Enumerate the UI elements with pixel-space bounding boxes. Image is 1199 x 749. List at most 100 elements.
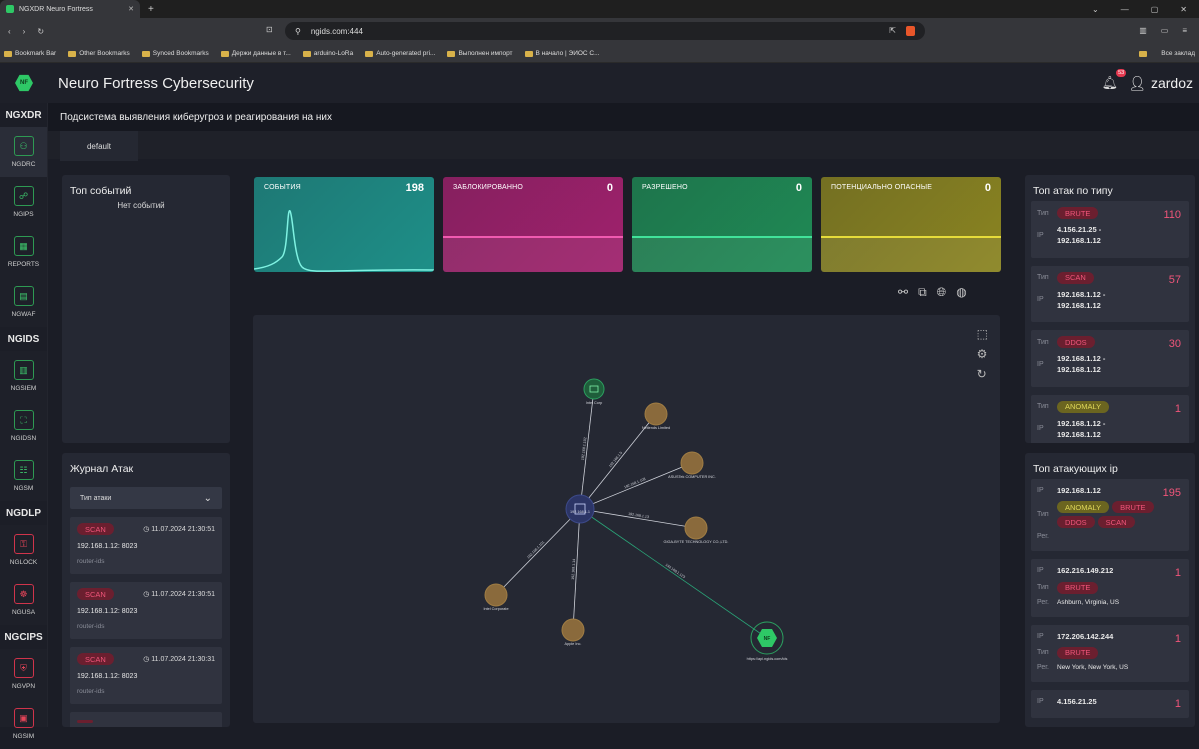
stat-value: 0: [606, 182, 613, 194]
user-menu[interactable]: 👤︎zardoz: [1128, 75, 1193, 92]
bell-icon[interactable]: 🔔︎53: [1101, 69, 1127, 90]
sidebar-item-ngdrc[interactable]: ⚇NGDRC: [0, 127, 47, 177]
bookmark-item[interactable]: Bookmark Bar: [4, 50, 56, 57]
globe-view-icon[interactable]: 🌐︎: [936, 285, 947, 299]
graph-node-label: GIGA-BYTE TECHNOLOGY CO.,LTD.: [664, 540, 729, 544]
bookmark-item[interactable]: В начало | ЭИОС С...: [524, 50, 600, 57]
bookmark-item[interactable]: Держи данные в т...: [220, 50, 291, 57]
bookmark-item[interactable]: Synced Bookmarks: [141, 50, 209, 57]
router-node[interactable]: [565, 494, 595, 524]
sidebar-item-ngwaf[interactable]: ▤NGWAF: [0, 277, 47, 327]
sidebar-toggle-icon[interactable]: ▥: [1139, 26, 1147, 35]
network-view-icon[interactable]: ⧉: [918, 285, 927, 299]
back-icon[interactable]: ‹: [8, 27, 11, 36]
sidebar-item-ngusa[interactable]: ☸NGUSA: [0, 575, 47, 625]
minimize-icon[interactable]: —: [1120, 4, 1129, 14]
sidebar-item-ngsiem[interactable]: ▥NGSIEM: [0, 351, 47, 401]
stat-fill: [821, 238, 1001, 272]
attacker-ip: 4.156.21.25: [1057, 696, 1097, 706]
chevron-down-icon[interactable]: ⌄: [1092, 4, 1099, 14]
journal-item-source: router-ids: [77, 623, 105, 630]
sidebar-item-nglock[interactable]: ⚿NGLOCK: [0, 525, 47, 575]
menu-icon[interactable]: ≡: [1182, 26, 1187, 35]
stat-baseline: [443, 236, 623, 238]
sidebar-item-reports[interactable]: ▦REPORTS: [0, 227, 47, 277]
forward-icon[interactable]: ›: [22, 27, 26, 36]
graph-edge-label: 192.168.1.13: [628, 512, 649, 519]
site-info-icon[interactable]: ⚲: [295, 26, 301, 36]
screenshot-icon[interactable]: ⬚: [976, 327, 988, 341]
nf-node[interactable]: [757, 629, 777, 647]
maximize-icon[interactable]: ▢: [1150, 4, 1159, 14]
device-node[interactable]: [561, 618, 585, 642]
new-tab-icon[interactable]: +: [148, 3, 154, 15]
bookmark-item[interactable]: Выполнен импорт: [447, 50, 513, 57]
brave-shield-icon[interactable]: [906, 26, 915, 36]
hierarchy-view-icon[interactable]: ⚯: [898, 285, 909, 299]
graph-node-label: 192.168.1.1: [570, 510, 590, 514]
sidebar-item-label: NGLOCK: [9, 559, 38, 566]
sidebar-item-ngvpn[interactable]: ⛨NGVPN: [0, 649, 47, 699]
graph-node-label: Intel Corp: [586, 401, 602, 405]
bookmark-item[interactable]: arduino-LoRa: [302, 50, 353, 57]
attack-type-select[interactable]: Тип атаки ⌄: [70, 487, 222, 509]
sidebar-item-ngidsn[interactable]: ⛶NGIDSN: [0, 401, 47, 451]
tab-default[interactable]: default: [60, 131, 138, 161]
device-node[interactable]: [644, 402, 668, 426]
bookmark-page-icon[interactable]: ⊡: [266, 25, 273, 34]
type-label: Тип: [1037, 584, 1049, 591]
host-node[interactable]: [583, 378, 605, 400]
wallet-icon[interactable]: ▭: [1160, 26, 1169, 35]
journal-item[interactable]: [70, 712, 222, 727]
favicon-icon: [6, 5, 14, 13]
gear-icon[interactable]: ⚙: [976, 347, 988, 361]
sidebar-item-ngsim[interactable]: ▣NGSIM: [0, 699, 47, 749]
bookmark-item[interactable]: Auto-generated pri...: [365, 50, 435, 57]
journal-item-time: ◷ 11.07.2024 21:30:51: [143, 525, 215, 533]
reload-icon[interactable]: ↻: [37, 27, 45, 36]
refresh-icon[interactable]: ↻: [976, 367, 987, 381]
bookmark-label: Держи данные в т...: [231, 50, 291, 57]
browser-tab[interactable]: NGXDR Neuro Fortress ✕: [0, 0, 140, 18]
device-node[interactable]: [680, 451, 704, 475]
folder-icon: [302, 50, 311, 57]
username: zardoz: [1150, 75, 1193, 91]
journal-item-address: 192.168.1.12: 8023: [77, 673, 138, 680]
world-map-view-icon[interactable]: ◍: [956, 285, 967, 299]
sidebar-item-ngsm[interactable]: ☷NGSM: [0, 451, 47, 501]
bookmarks-bar: Bookmark Bar Other Bookmarks Synced Bookma…: [0, 45, 1199, 63]
sidebar-item-ngips[interactable]: ☍NGIPS: [0, 177, 47, 227]
folder-icon: [1139, 50, 1148, 57]
bookmark-item[interactable]: Other Bookmarks: [68, 50, 130, 57]
address-bar[interactable]: ⚲ ngids.com:444 ⇱: [285, 22, 925, 40]
share-icon[interactable]: ⇱: [889, 26, 896, 35]
nf-logo-icon[interactable]: NF: [15, 74, 33, 92]
all-bookmarks[interactable]: Все заклад: [1161, 50, 1195, 57]
device-node[interactable]: [684, 516, 708, 540]
device-node[interactable]: [484, 583, 508, 607]
close-tab-icon[interactable]: ✕: [128, 6, 134, 13]
graph-edge: [579, 508, 697, 529]
close-window-icon[interactable]: ✕: [1180, 4, 1187, 14]
attack-count: 30: [1168, 338, 1181, 350]
